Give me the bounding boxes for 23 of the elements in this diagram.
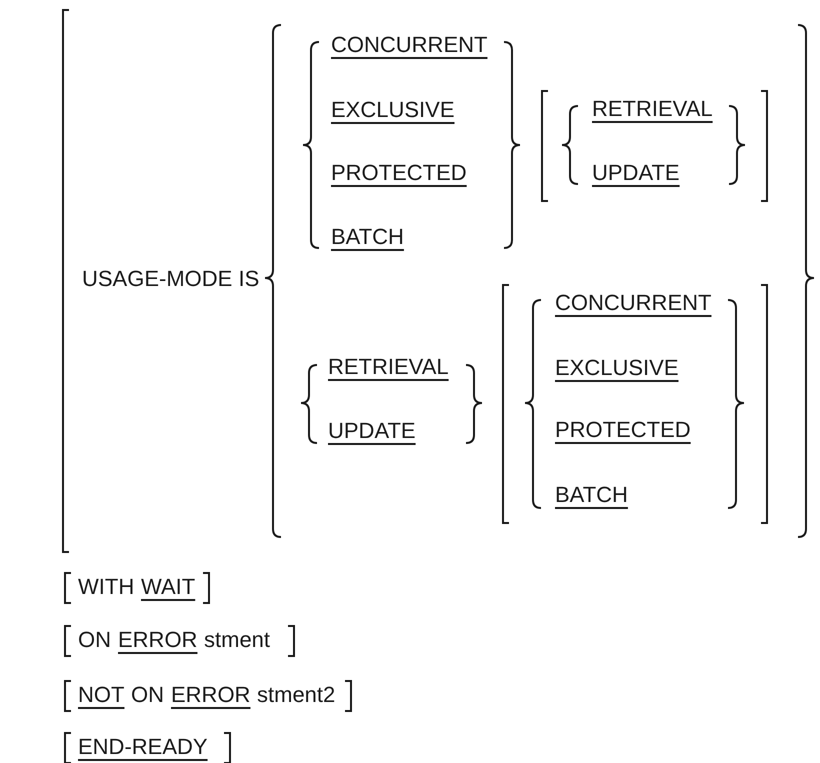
keyword: BATCH [331, 224, 404, 250]
keyword: ERROR [171, 682, 250, 708]
keyword: CONCURRENT [331, 32, 488, 58]
keyword: BATCH [555, 482, 628, 508]
keyword: EXCLUSIVE [555, 355, 678, 381]
keyword: RETRIEVAL [328, 354, 449, 380]
optional-word: WITH [78, 574, 134, 600]
parameter-text: stment [204, 627, 270, 653]
keyword: ERROR [118, 627, 198, 653]
keyword: RETRIEVAL [592, 96, 713, 122]
optional-word: ON [131, 682, 164, 708]
parameter-text: stment2 [257, 682, 336, 708]
keyword: PROTECTED [331, 160, 467, 186]
keyword: WAIT [141, 574, 196, 600]
keyword: UPDATE [328, 418, 416, 444]
keyword: NOT [78, 682, 124, 708]
keyword: UPDATE [592, 160, 680, 186]
keyword: CONCURRENT [555, 290, 712, 316]
keyword: PROTECTED [555, 417, 691, 443]
clause-text: USAGE-MODE IS [82, 266, 260, 292]
keyword: EXCLUSIVE [331, 97, 454, 123]
keyword: END-READY [78, 734, 208, 760]
optional-word: ON [78, 627, 111, 653]
